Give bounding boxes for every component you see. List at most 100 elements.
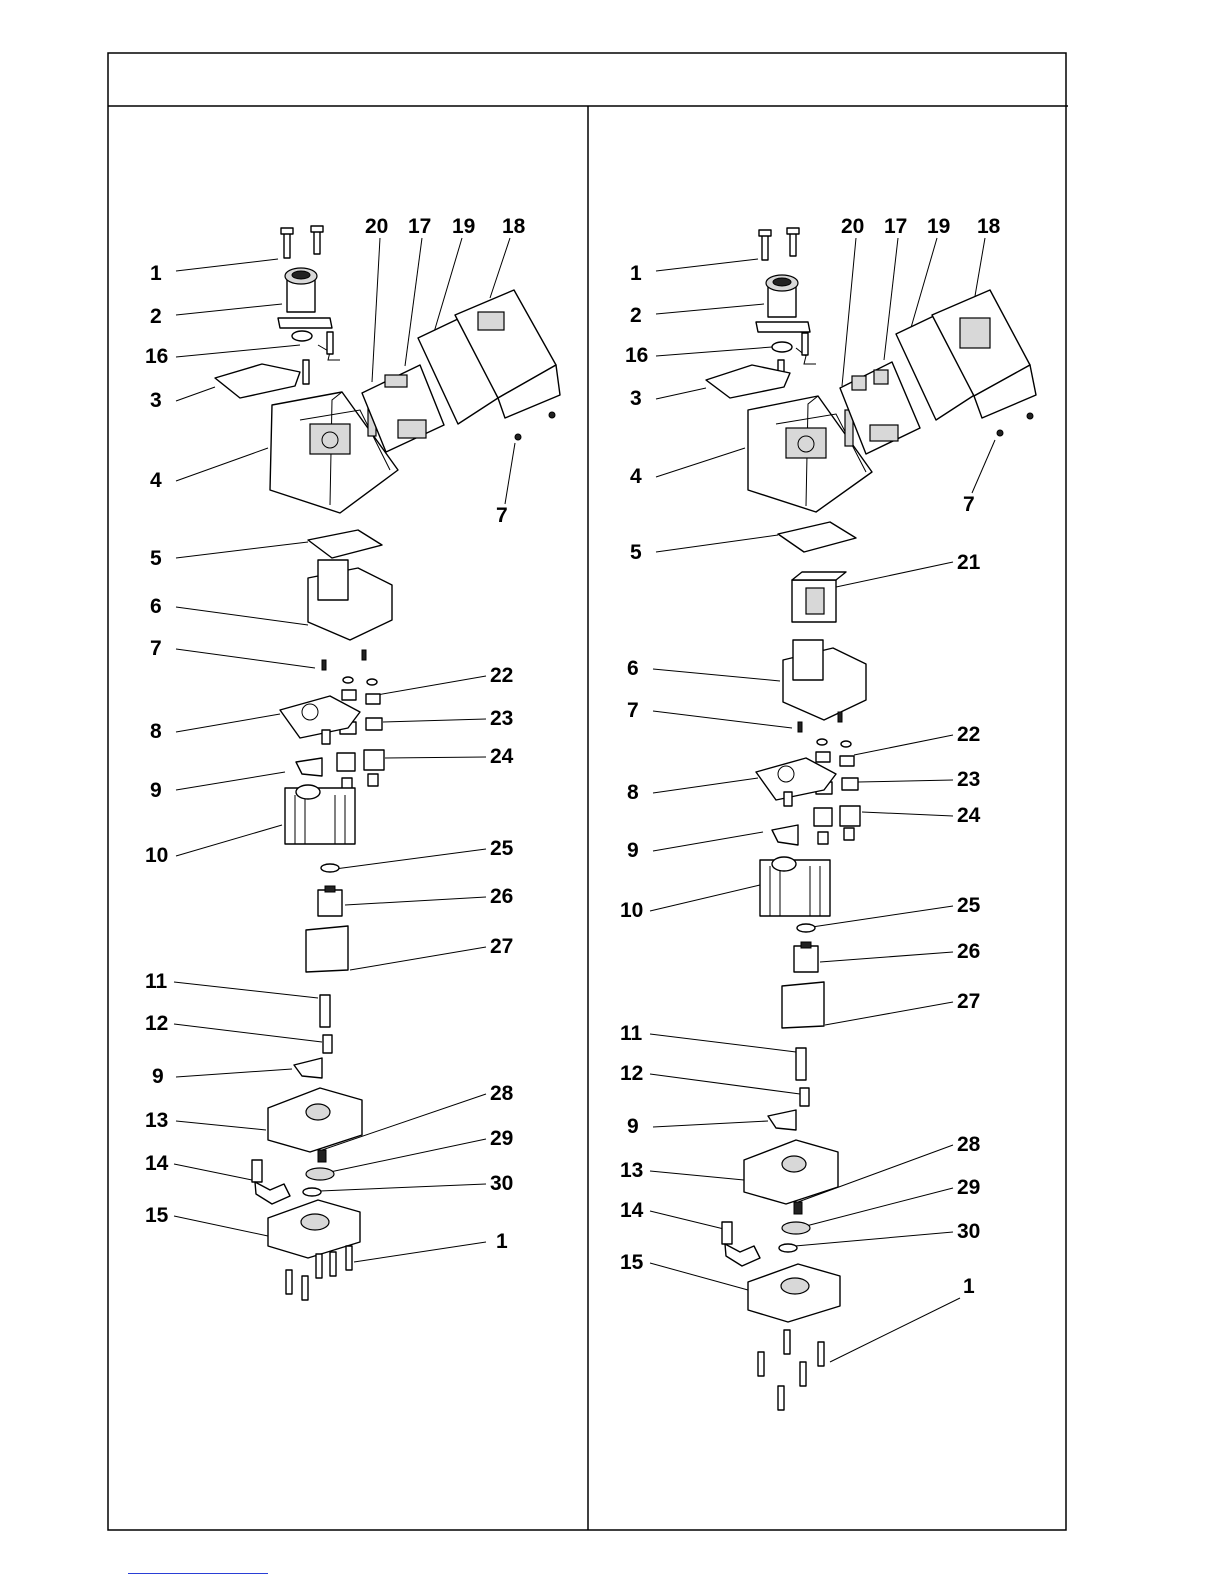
callout-label: 8: [627, 781, 639, 804]
flap-cover: [706, 365, 790, 398]
part-shape: [650, 1171, 744, 1180]
part-shape: [841, 741, 851, 747]
part-shape: [653, 1121, 768, 1127]
part-shape: [345, 897, 486, 905]
gasket-9-lower: [768, 1110, 796, 1130]
part-shape: [176, 259, 278, 271]
part-shape: [772, 857, 796, 871]
bottom-screws: [758, 1330, 824, 1410]
gasket-9: [772, 825, 798, 845]
part-shape: [650, 885, 760, 911]
gasket-5: [308, 530, 382, 558]
part-shape: [368, 774, 378, 786]
callout-label: 29: [957, 1176, 980, 1199]
part-shape: [176, 772, 285, 790]
right-part-drawings: [706, 228, 1036, 1410]
callout-label: 9: [627, 839, 639, 862]
callout-label: 3: [150, 389, 162, 412]
part-shape: [653, 832, 763, 851]
callout-label: 7: [496, 504, 508, 527]
part-shape: [656, 448, 745, 477]
callout-label: 11: [620, 1022, 643, 1045]
pin: [800, 1088, 809, 1106]
callout-label: 24: [957, 804, 981, 827]
callout-label: 8: [150, 720, 162, 743]
part-shape: [362, 650, 366, 660]
callout-label: 20: [841, 215, 864, 238]
part-shape: [292, 331, 312, 341]
callout-label: 27: [490, 935, 513, 958]
part-shape: [346, 1246, 352, 1270]
part-shape: [176, 1121, 266, 1130]
callout-label: 24: [490, 745, 514, 768]
part-shape: [335, 849, 486, 869]
heatsink: [760, 857, 830, 916]
callout-label: 28: [957, 1133, 981, 1156]
part-shape: [797, 924, 815, 932]
callout-label: 6: [627, 657, 639, 680]
part-shape: [306, 1104, 330, 1120]
part-shape: [364, 750, 384, 770]
part-shape: [316, 1254, 322, 1278]
part-shape: [784, 792, 792, 806]
part-shape: [330, 1139, 486, 1172]
callout-label: 11: [145, 970, 168, 993]
part-shape: [385, 375, 407, 387]
part-shape: [758, 1352, 764, 1376]
part-shape: [838, 712, 842, 722]
callout-label: 21: [957, 551, 981, 574]
disc-29: [782, 1222, 810, 1234]
part-shape: [505, 443, 515, 504]
part-shape: [786, 428, 826, 458]
part-shape: [762, 234, 768, 260]
part-shape: [322, 660, 326, 670]
part-shape: [844, 828, 854, 840]
callout-label: 10: [145, 844, 168, 867]
callout-label: 9: [150, 779, 162, 802]
part-shape: [852, 376, 866, 390]
callout-label: 5: [150, 547, 162, 570]
part-shape: [385, 757, 486, 758]
callout-label: 14: [620, 1199, 644, 1222]
part-shape: [653, 778, 758, 793]
part-shape: [825, 1002, 953, 1025]
callout-label: 12: [620, 1062, 643, 1085]
left-panel-assembly: 1 2 16 3 4 20 17 19 18 7 5 6 7 8 9 10 22…: [145, 215, 560, 1300]
callout-label: 17: [884, 215, 907, 238]
callout-label: 30: [957, 1220, 980, 1243]
part-shape: [320, 1184, 486, 1191]
part-shape: [653, 711, 792, 728]
gasket-5: [778, 522, 856, 552]
callout-label: 13: [620, 1159, 643, 1182]
part-shape: [812, 906, 953, 927]
part-shape: [793, 640, 823, 680]
part-shape: [798, 722, 802, 732]
bracket-27: [782, 982, 824, 1028]
pin: [323, 1035, 332, 1053]
part-shape: [722, 1222, 732, 1244]
part-shape: [354, 1242, 486, 1262]
callout-label: 19: [452, 215, 475, 238]
part-shape: [972, 440, 995, 493]
part-shape: [322, 730, 330, 744]
part-shape: [817, 739, 827, 745]
callout-label: 1: [963, 1275, 975, 1298]
callout-label: 6: [150, 595, 162, 618]
part-shape: [108, 53, 1066, 1530]
elbow-fitting: [252, 1160, 290, 1204]
callout-label: 22: [957, 723, 980, 746]
part-shape: [176, 387, 215, 401]
disc-29: [306, 1168, 334, 1180]
part-shape: [840, 806, 860, 826]
part-shape: [296, 785, 320, 799]
part-shape: [383, 719, 486, 722]
part-shape: [405, 238, 422, 366]
part-shape: [806, 1188, 953, 1226]
part-shape: [337, 753, 355, 771]
part-shape: [781, 1278, 809, 1294]
bottom-box: [783, 640, 866, 720]
callout-label: 18: [502, 215, 526, 238]
part-shape: [327, 332, 333, 354]
footer-link-underline[interactable]: [128, 1573, 268, 1574]
part-shape: [478, 312, 504, 330]
